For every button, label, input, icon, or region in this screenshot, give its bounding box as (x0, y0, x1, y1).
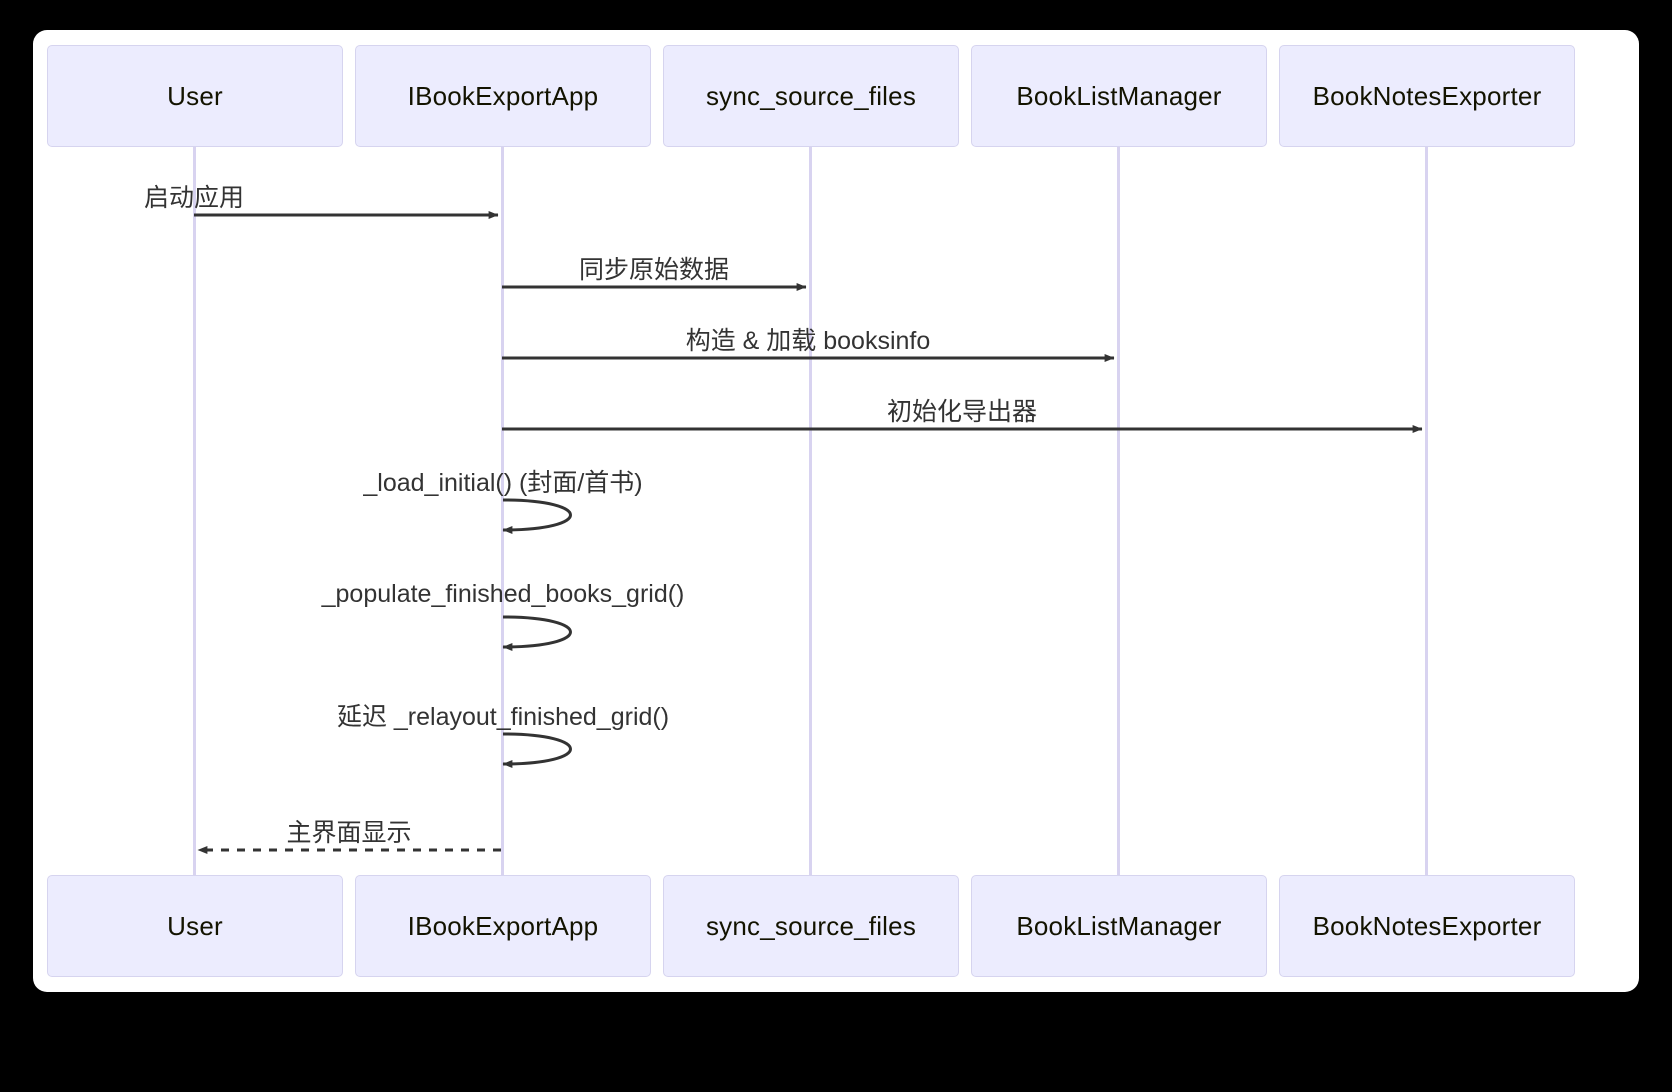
actor-label: BookListManager (1016, 80, 1222, 111)
message-label-2: 同步原始数据 (578, 256, 730, 284)
actor-label: sync_source_files (705, 910, 917, 941)
actor-label: BookNotesExporter (1312, 910, 1542, 941)
actor-label: IBookExportApp (407, 80, 599, 111)
message-arrows-layer (194, 211, 1423, 854)
message-self-loop-5 (502, 498, 572, 534)
actor-box-bottom-ibookexportapp[interactable]: IBookExportApp (355, 875, 651, 977)
actor-box-top-user[interactable]: User (47, 45, 343, 147)
lifeline-booklistmanager (1117, 147, 1120, 879)
actor-label: User (167, 910, 223, 941)
sequence-diagram: User IBookExportApp sync_source_files Bo… (33, 30, 1639, 992)
actor-box-bottom-booknotesexporter[interactable]: BookNotesExporter (1279, 875, 1575, 977)
message-label-1: 启动应用 (143, 184, 245, 212)
diagram-canvas: User IBookExportApp sync_source_files Bo… (33, 30, 1639, 992)
lifeline-booknotesexporter (1425, 147, 1428, 879)
message-self-loop-6 (502, 615, 572, 651)
actor-box-bottom-user[interactable]: User (47, 875, 343, 977)
actor-box-bottom-booklistmanager[interactable]: BookListManager (971, 875, 1267, 977)
lifeline-sync-source-files (809, 147, 812, 879)
message-label-3: 构造 & 加载 booksinfo (685, 327, 931, 355)
actor-label: sync_source_files (705, 80, 917, 111)
actor-label: BookListManager (1016, 910, 1222, 941)
message-label-6: _populate_finished_books_grid() (321, 580, 685, 608)
actor-label: User (167, 80, 223, 111)
actor-label: BookNotesExporter (1312, 80, 1542, 111)
actor-box-top-ibookexportapp[interactable]: IBookExportApp (355, 45, 651, 147)
actor-label: IBookExportApp (407, 910, 599, 941)
message-label-7: 延迟 _relayout_finished_grid() (336, 703, 670, 731)
lifeline-user (193, 147, 196, 879)
lifeline-ibookexportapp (501, 147, 504, 879)
message-label-8: 主界面显示 (286, 819, 412, 847)
actor-box-top-booknotesexporter[interactable]: BookNotesExporter (1279, 45, 1575, 147)
message-self-loop-7 (502, 732, 572, 768)
actor-box-top-sync-source-files[interactable]: sync_source_files (663, 45, 959, 147)
message-label-4: 初始化导出器 (886, 398, 1038, 426)
actor-box-bottom-sync-source-files[interactable]: sync_source_files (663, 875, 959, 977)
message-label-5: _load_initial() (封面/首书) (363, 469, 643, 497)
actor-box-top-booklistmanager[interactable]: BookListManager (971, 45, 1267, 147)
